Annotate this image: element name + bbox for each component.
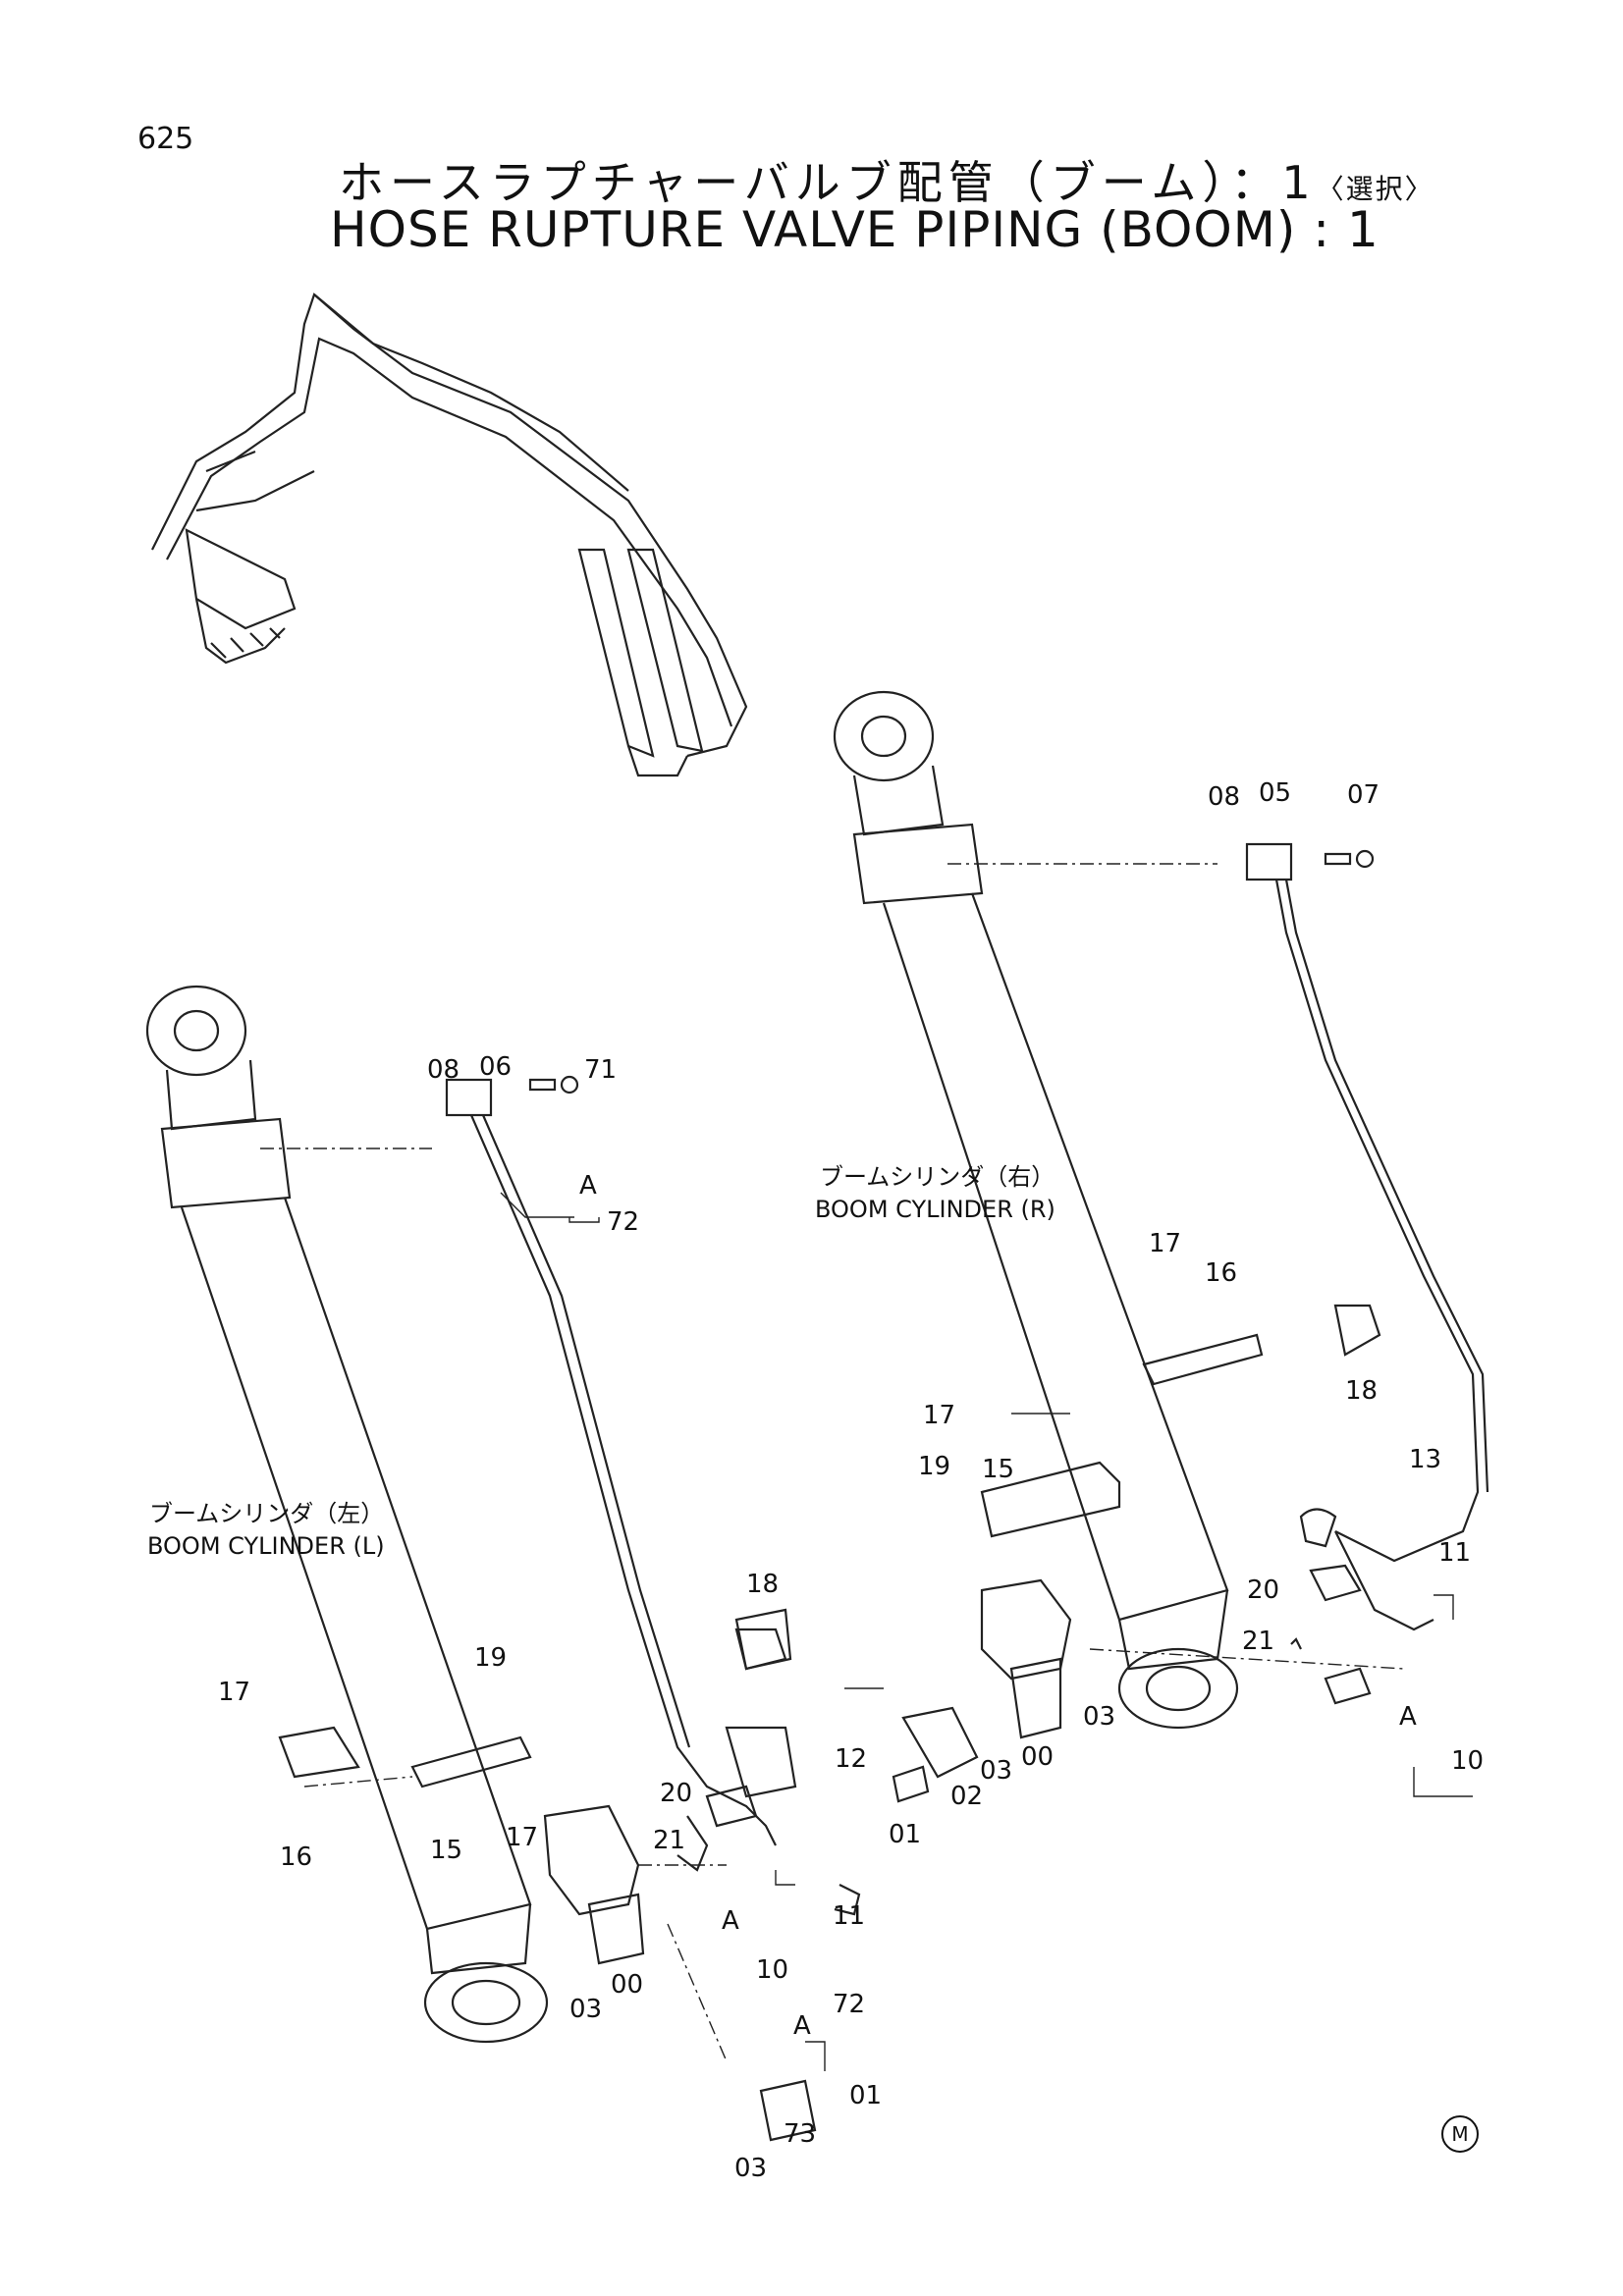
label-17-a: 17 xyxy=(1149,1229,1181,1258)
label-00-left: 00 xyxy=(611,1970,643,2000)
caption-left-cylinder-jp: ブームシリンダ（左） xyxy=(149,1500,384,1527)
label-03-right-a: 03 xyxy=(1083,1702,1115,1732)
label-72-top: 72 xyxy=(607,1207,639,1237)
title-japanese-text: ホースラプチャーバルブ配管（ブーム）：1 xyxy=(339,156,1317,209)
label-08-right: 08 xyxy=(1208,782,1240,812)
label-03-left-b: 03 xyxy=(734,2154,767,2183)
label-12: 12 xyxy=(835,1744,867,1774)
label-20-right: 20 xyxy=(1247,1575,1279,1605)
label-73: 73 xyxy=(784,2119,816,2149)
label-18-left: 18 xyxy=(746,1570,779,1599)
leader-lines xyxy=(260,863,1405,2062)
label-13: 13 xyxy=(1409,1445,1441,1474)
pipe-assembly-left xyxy=(445,1075,797,1846)
label-08-left: 08 xyxy=(427,1055,460,1085)
label-03-right-b: 03 xyxy=(980,1756,1012,1786)
label-03-left-a: 03 xyxy=(569,1995,602,2024)
callout-lines xyxy=(500,1192,1473,2071)
label-00-right: 00 xyxy=(1021,1742,1054,1772)
label-a-left-mid: A xyxy=(722,1906,739,1936)
caption-right-cylinder-en: BOOM CYLINDER (R) xyxy=(815,1196,1055,1223)
label-a-left-bottom: A xyxy=(793,2011,811,2041)
title-japanese-note: 〈選択〉 xyxy=(1316,173,1434,205)
label-10-right: 10 xyxy=(1451,1746,1484,1776)
label-07: 07 xyxy=(1347,780,1380,810)
caption-left-cylinder-en: BOOM CYLINDER (L) xyxy=(147,1532,385,1560)
label-20-left: 20 xyxy=(660,1779,692,1808)
label-17-left-a: 17 xyxy=(218,1678,250,1707)
label-a-right: A xyxy=(1399,1702,1417,1732)
excavator-arm-illustration xyxy=(151,293,748,777)
label-01-right: 01 xyxy=(889,1820,921,1849)
label-16-left: 16 xyxy=(280,1842,312,1872)
label-18-right: 18 xyxy=(1345,1376,1378,1406)
label-71: 71 xyxy=(584,1055,617,1085)
label-11-right: 11 xyxy=(1438,1538,1471,1568)
label-15-right: 15 xyxy=(982,1455,1014,1484)
pipe-assembly-right xyxy=(1245,842,1489,1631)
label-21-left: 21 xyxy=(653,1826,685,1855)
label-a-top-left: A xyxy=(579,1171,597,1201)
caption-right-cylinder-jp: ブームシリンダ（右） xyxy=(820,1163,1055,1191)
label-17-b: 17 xyxy=(923,1401,955,1430)
label-06: 06 xyxy=(479,1052,512,1082)
label-17-left-b: 17 xyxy=(506,1823,538,1852)
boom-cylinder-right xyxy=(833,690,1239,1730)
boom-cylinder-left xyxy=(145,985,549,2044)
label-15-left: 15 xyxy=(430,1836,462,1865)
label-72-bottom: 72 xyxy=(833,1990,865,2019)
label-10-left: 10 xyxy=(756,1955,788,1985)
label-19-left: 19 xyxy=(474,1643,507,1673)
title-japanese: ホースラプチャーバルブ配管（ブーム）：1〈選択〉 xyxy=(339,147,1434,212)
manufacturer-mark: M xyxy=(1441,2115,1479,2153)
label-19-right: 19 xyxy=(918,1452,950,1481)
label-01-left: 01 xyxy=(849,2081,882,2110)
valve-and-brackets-right xyxy=(892,1333,1372,1803)
valve-and-brackets-left xyxy=(278,1608,861,2142)
page-number: 625 xyxy=(137,122,194,156)
title-english: HOSE RUPTURE VALVE PIPING (BOOM) : 1 xyxy=(330,201,1380,258)
label-11-left: 11 xyxy=(833,1901,865,1931)
label-02: 02 xyxy=(950,1782,983,1811)
label-21-right: 21 xyxy=(1242,1627,1274,1656)
label-05: 05 xyxy=(1259,778,1291,808)
label-16-right: 16 xyxy=(1205,1258,1237,1288)
